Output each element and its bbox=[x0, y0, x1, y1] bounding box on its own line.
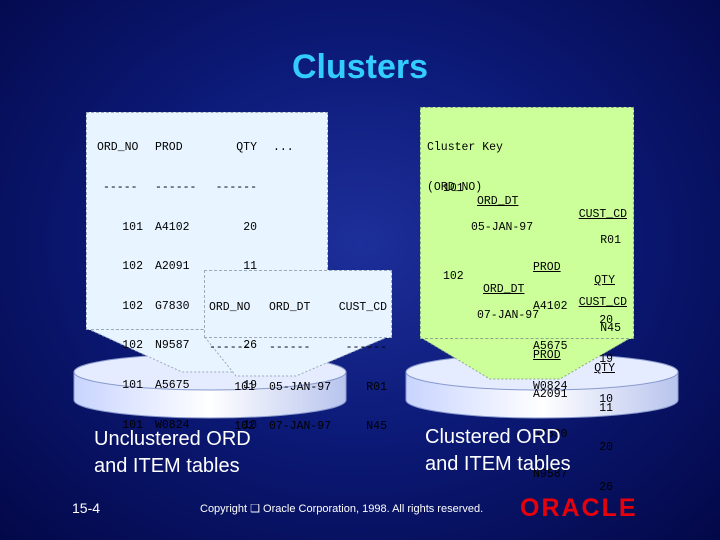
unclustered-caption: Unclustered ORD and ITEM tables bbox=[94, 426, 251, 480]
ord-dt: 07-JAN-97 bbox=[269, 420, 332, 434]
ord-no-separator: ------ bbox=[209, 341, 251, 355]
ord-no-column: ORD_NO ------ 101 102 bbox=[209, 275, 255, 460]
prod-label: PROD bbox=[533, 348, 561, 362]
clustered-caption-line2: and ITEM tables bbox=[425, 453, 571, 475]
prod-header: PROD bbox=[155, 141, 183, 155]
ord-no-column: ORD_NO ----- 101 102 102 102 101 101 bbox=[97, 115, 143, 458]
clustered-sheet: Cluster Key (ORD_NO) 101 ORD_DT CUST_CD … bbox=[420, 107, 634, 494]
cluster-group: 102 ORD_DT CUST_CD 07-JAN-97 N45 PROD QT… bbox=[427, 230, 627, 494]
cluster-key-label: Cluster Key bbox=[427, 141, 503, 155]
qty-label: QTY bbox=[594, 274, 615, 287]
copyright-notice: Copyright ❑ Oracle Corporation, 1998. Al… bbox=[200, 503, 484, 515]
item-prod: W0824 bbox=[155, 418, 190, 432]
ellipsis-column: ... bbox=[273, 115, 301, 181]
item-prod: G7830 bbox=[533, 427, 568, 441]
page-number: 15-4 bbox=[72, 500, 101, 516]
ord-dt-label: ORD_DT bbox=[477, 194, 519, 208]
ord-dt-separator: ------ bbox=[269, 341, 311, 355]
prod-separator: ------ bbox=[155, 181, 197, 195]
item-ord-no: 101 bbox=[122, 418, 143, 432]
ord-table-sheet: ORD_NO ------ 101 102 ORD_DT ------ 05-J… bbox=[204, 270, 392, 433]
cluster-key-header: Cluster Key (ORD_NO) bbox=[427, 115, 503, 221]
ord-dt: 05-JAN-97 bbox=[269, 380, 332, 394]
prod-label: PROD bbox=[533, 260, 561, 274]
qty-header: QTY bbox=[236, 141, 257, 155]
slide-title: Clusters bbox=[291, 48, 429, 86]
cust-cd: N45 bbox=[366, 420, 387, 434]
more-columns-ellipsis: ... bbox=[273, 141, 294, 155]
cust-cd: R01 bbox=[366, 380, 387, 394]
oracle-logo: ORACLE bbox=[520, 494, 638, 522]
cust-cd-header: CUST_CD bbox=[338, 301, 387, 315]
item-qty: 11 bbox=[599, 401, 613, 415]
item-prod: A4102 bbox=[155, 220, 190, 234]
item-prod: N9587 bbox=[533, 467, 568, 481]
item-ord-no: 102 bbox=[122, 339, 143, 353]
item-prod: A2091 bbox=[155, 260, 190, 274]
item-prod: G7830 bbox=[155, 299, 190, 313]
item-qty: 19 bbox=[243, 379, 257, 393]
qty-separator: ------ bbox=[215, 181, 257, 195]
cluster-key-value: 101 bbox=[443, 181, 464, 195]
item-prod: W0824 bbox=[533, 379, 568, 393]
cust-cd-column: CUST_CD ------ R01 N45 bbox=[335, 275, 387, 460]
cust-cd-value: R01 bbox=[600, 234, 621, 248]
item-prod: A4102 bbox=[533, 300, 568, 314]
cust-cd-separator: ------ bbox=[345, 341, 387, 355]
cluster-group: 101 ORD_DT CUST_CD 05-JAN-97 R01 PROD QT… bbox=[427, 142, 627, 406]
cust-cd-label: CUST_CD bbox=[578, 296, 627, 310]
item-prod: N9587 bbox=[155, 339, 190, 353]
item-prod: A5675 bbox=[155, 379, 190, 393]
ord-no-header: ORD_NO bbox=[209, 301, 251, 315]
ord-dt-value: 05-JAN-97 bbox=[471, 221, 534, 235]
ord-dt-label: ORD_DT bbox=[483, 282, 525, 296]
item-qty: 20 bbox=[599, 313, 613, 327]
item-qty: 10 bbox=[243, 418, 257, 432]
prod-column: PROD ------ A4102 A2091 G7830 N9587 A567… bbox=[155, 115, 196, 458]
qty-label: QTY bbox=[594, 362, 615, 375]
ord-dt-header: ORD_DT bbox=[269, 301, 311, 315]
item-qty: 19 bbox=[599, 353, 613, 367]
item-qty: 26 bbox=[243, 339, 257, 353]
item-qty: 20 bbox=[243, 220, 257, 234]
item-prod: A5675 bbox=[533, 339, 568, 353]
cluster-key-value: 102 bbox=[443, 269, 464, 283]
cluster-key-name: (ORD_NO) bbox=[427, 181, 483, 195]
item-ord-no: 101 bbox=[122, 379, 143, 393]
cust-cd-label: CUST_CD bbox=[578, 208, 627, 222]
ord-no-separator: ----- bbox=[103, 181, 138, 195]
item-qty: 20 bbox=[599, 441, 613, 455]
ord-no-header: ORD_NO bbox=[97, 141, 139, 155]
item-ord-no: 102 bbox=[122, 299, 143, 313]
ord-no: 102 bbox=[234, 420, 255, 434]
unclustered-caption-line1: Unclustered ORD bbox=[94, 428, 251, 450]
unclustered-caption-line2: and ITEM tables bbox=[94, 455, 240, 477]
item-ord-no: 101 bbox=[122, 220, 143, 234]
ord-dt-value: 07-JAN-97 bbox=[477, 309, 540, 323]
item-ord-no: 102 bbox=[122, 260, 143, 274]
cust-cd-value: N45 bbox=[600, 322, 621, 336]
clustered-caption-line1: Clustered ORD bbox=[425, 426, 561, 448]
item-prod: A2091 bbox=[533, 388, 568, 402]
item-qty: 26 bbox=[599, 480, 613, 494]
ord-dt-column: ORD_DT ------ 05-JAN-97 07-JAN-97 bbox=[269, 275, 331, 460]
item-qty: 10 bbox=[599, 392, 613, 406]
ord-no: 101 bbox=[234, 380, 255, 394]
clustered-caption: Clustered ORD and ITEM tables bbox=[425, 424, 571, 478]
item-qty: 11 bbox=[243, 260, 257, 274]
